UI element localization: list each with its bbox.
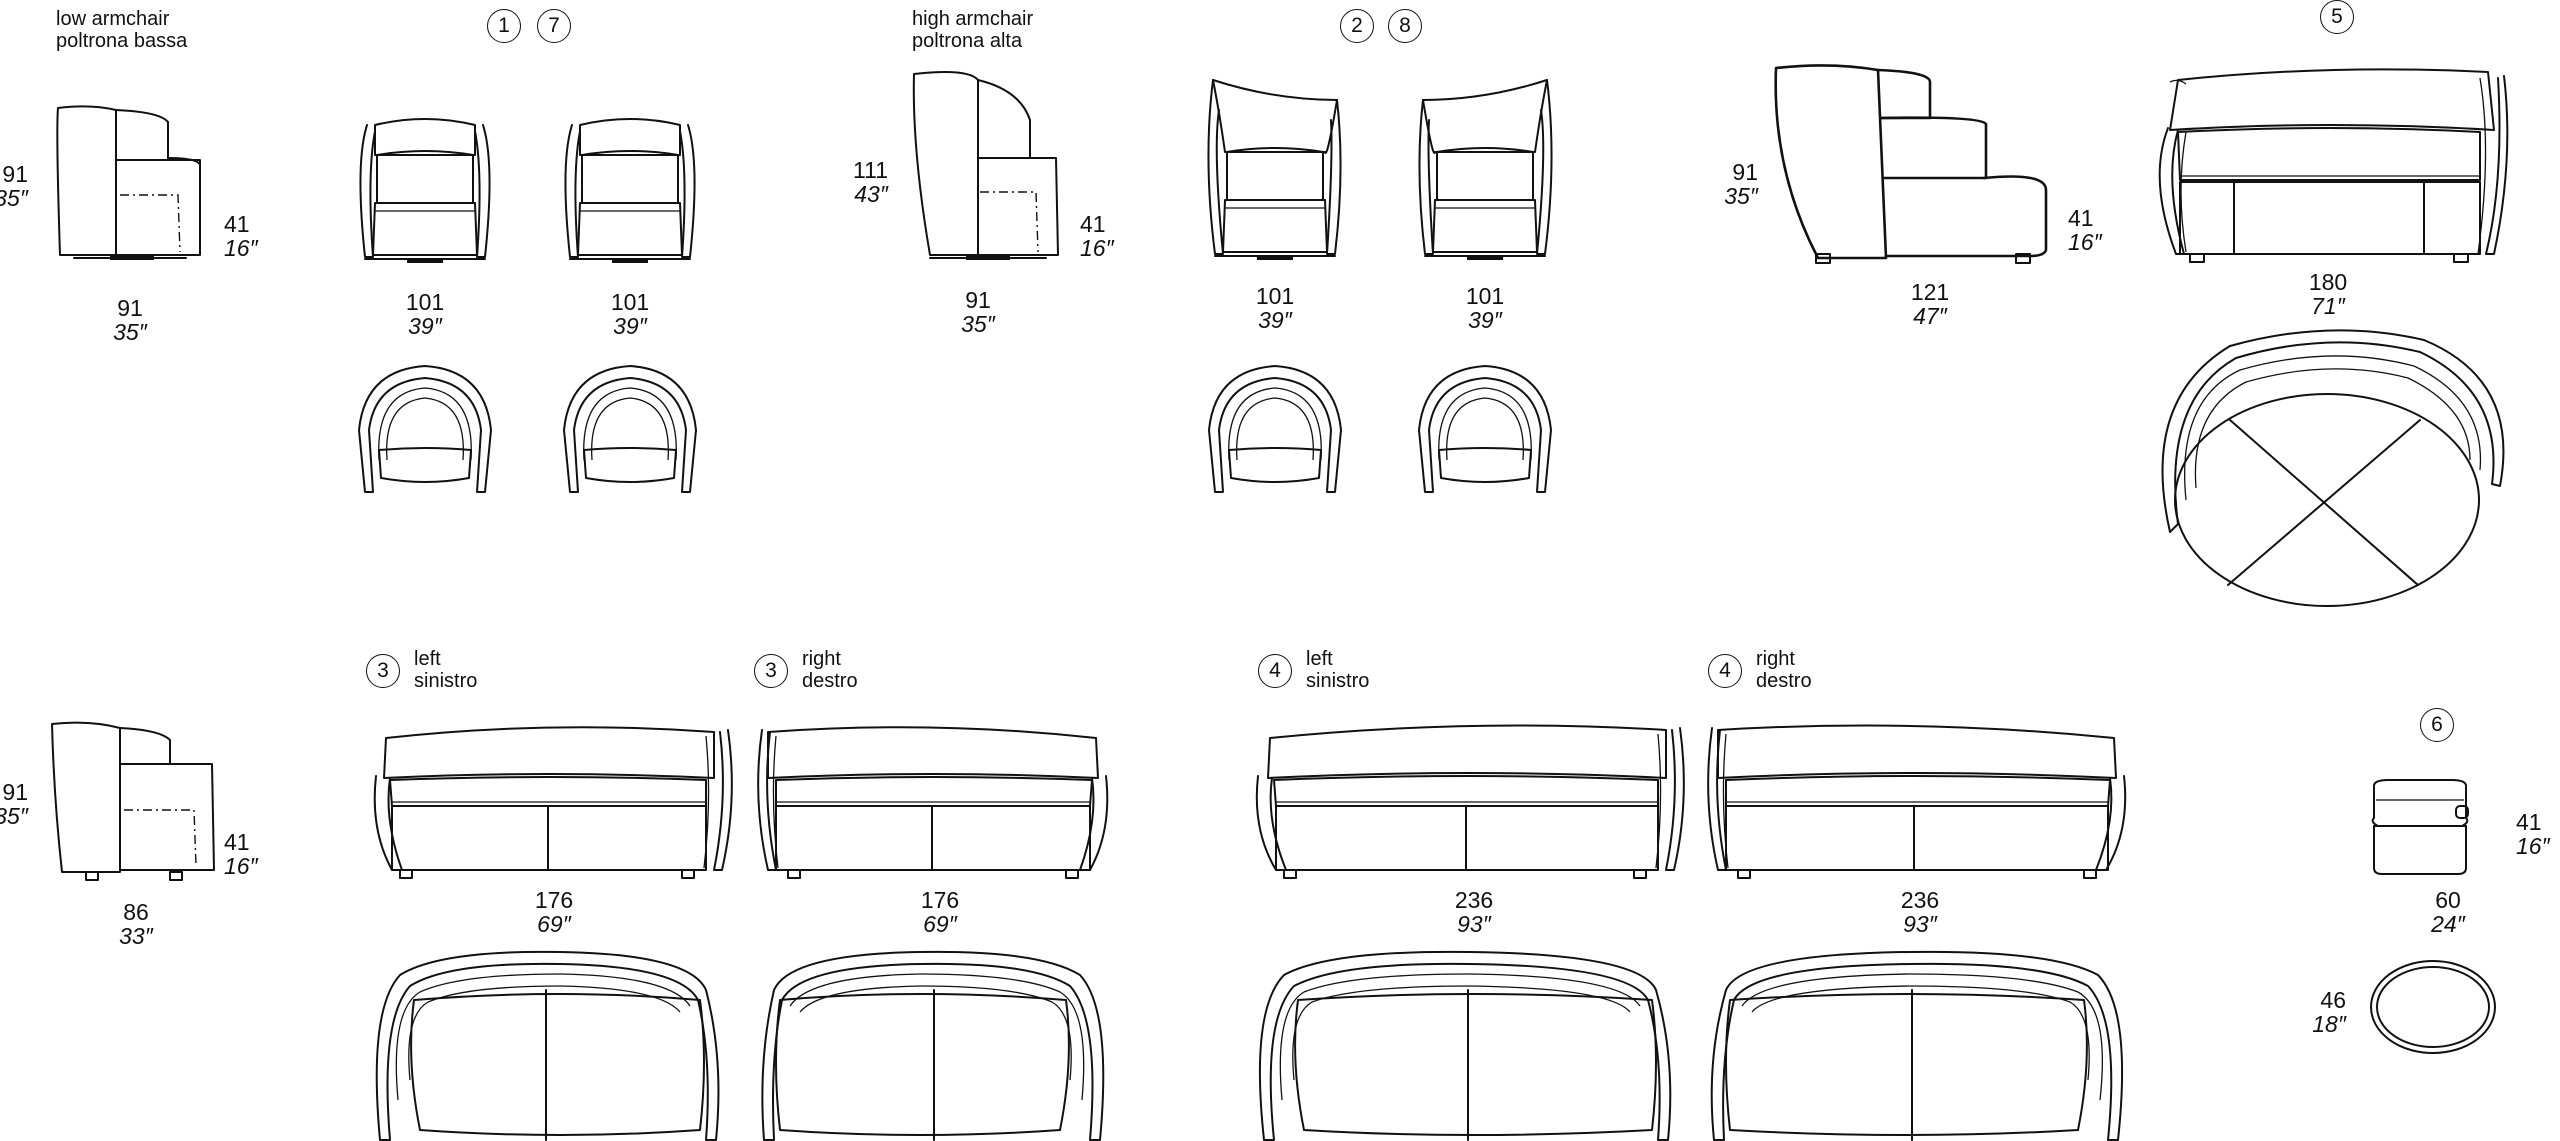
sofa4-right-label-en: right <box>1756 648 1795 670</box>
sofa-side-view <box>51 721 215 881</box>
round-sofa-plan-view <box>2161 329 2505 607</box>
sofa4-left-plan-view <box>1258 950 1672 1141</box>
sofa4-left-label-it: sinistro <box>1306 670 1370 692</box>
round-sofa-front-view <box>2158 68 2509 263</box>
sofa3-left-plan-view <box>375 950 720 1141</box>
low-armchair-plan-view-b <box>563 365 697 493</box>
sofa3-right-plan-view <box>761 950 1105 1141</box>
sofa4-left-label-en: left <box>1306 648 1333 670</box>
low-armchair-side-view <box>56 105 201 260</box>
low-armchair-front-view-a <box>359 118 491 264</box>
sofa3-right-label-it: destro <box>802 670 858 692</box>
sofa3-right-front-view <box>757 726 1109 879</box>
high-armchair-label-en: high armchair <box>912 8 1034 30</box>
pouf-plan-view <box>2370 960 2496 1054</box>
model-badge-4-left: 4 <box>1258 654 1292 688</box>
round-sofa-side-view <box>1774 64 2048 264</box>
low-armchair-plan-view-a <box>358 365 492 493</box>
model-badge-5: 5 <box>2320 0 2354 34</box>
model-badge-1: 1 <box>487 9 521 43</box>
low-armchair-front-view-b <box>564 118 696 264</box>
model-badge-7: 7 <box>537 9 571 43</box>
sofa4-right-label-it: destro <box>1756 670 1812 692</box>
high-armchair-front-view-a <box>1207 79 1342 261</box>
high-armchair-plan-view-b <box>1418 365 1552 493</box>
sofa3-left-label-en: left <box>414 648 441 670</box>
model-badge-6: 6 <box>2420 708 2454 742</box>
high-armchair-side-view <box>912 71 1059 260</box>
sofa4-right-plan-view <box>1710 950 2124 1141</box>
sofa4-left-front-view <box>1255 724 1685 879</box>
low-armchair-label-it: poltrona bassa <box>56 30 188 52</box>
sofa3-left-label-it: sinistro <box>414 670 478 692</box>
sofa3-right-label-en: right <box>802 648 841 670</box>
high-armchair-front-view-b <box>1418 79 1553 261</box>
model-badge-3-right: 3 <box>754 654 788 688</box>
high-armchair-plan-view-a <box>1208 365 1342 493</box>
model-badge-3-left: 3 <box>366 654 400 688</box>
model-badge-8: 8 <box>1388 9 1422 43</box>
sofa4-right-front-view <box>1707 724 2127 879</box>
model-badge-2: 2 <box>1340 9 1374 43</box>
low-armchair-label-en: low armchair <box>56 8 170 30</box>
sofa3-left-front-view <box>373 726 733 879</box>
pouf-front-view <box>2371 779 2469 875</box>
high-armchair-label-it: poltrona alta <box>912 30 1023 52</box>
model-badge-4-right: 4 <box>1708 654 1742 688</box>
